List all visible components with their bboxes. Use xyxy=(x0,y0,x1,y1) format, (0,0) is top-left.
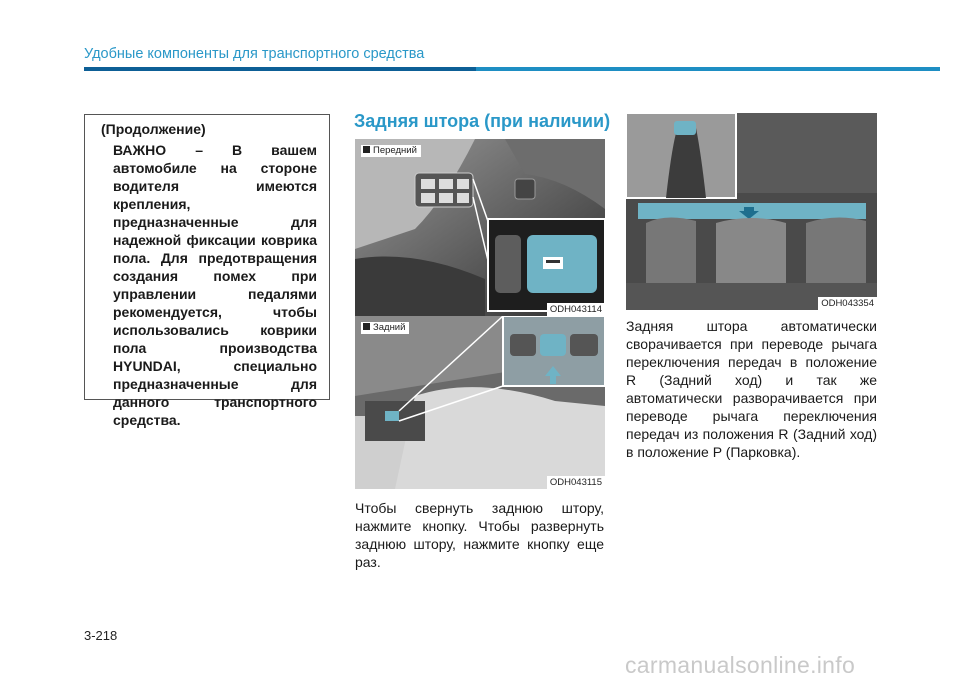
rear-figure-code: ODH043115 xyxy=(546,476,605,489)
middle-paragraph: Чтобы свернуть заднюю штору, нажмите кно… xyxy=(355,500,604,570)
shift-figure-code: ODH043354 xyxy=(818,297,877,310)
rear-switch-photo: Задний ODH043115 xyxy=(355,316,605,489)
header-title: Удобные компоненты для транспортного сре… xyxy=(84,46,425,62)
watermark: carmanualsonline.info xyxy=(625,652,856,678)
note-box: (Продолжение) ВАЖНО – В вашем автомобиле… xyxy=(84,114,330,428)
note-heading: (Продолжение) xyxy=(101,121,206,137)
page-number: 3-218 xyxy=(84,628,118,643)
section-title: Задняя штора (при наличии) xyxy=(354,111,611,131)
front-figure-label: Передний xyxy=(361,145,421,157)
rear-figure-label: Задний xyxy=(361,322,410,334)
note-text: ВАЖНО – В вашем автомобиле на стороне во… xyxy=(113,142,317,428)
shift-lever-photo: ODH043354 xyxy=(626,113,877,310)
front-figure-code: ODH043114 xyxy=(546,303,605,316)
right-paragraph: Задняя штора автоматически сворачивается… xyxy=(626,318,877,460)
front-switch-photo: Передний ODH043114 xyxy=(355,139,605,316)
header-rule xyxy=(84,67,940,71)
